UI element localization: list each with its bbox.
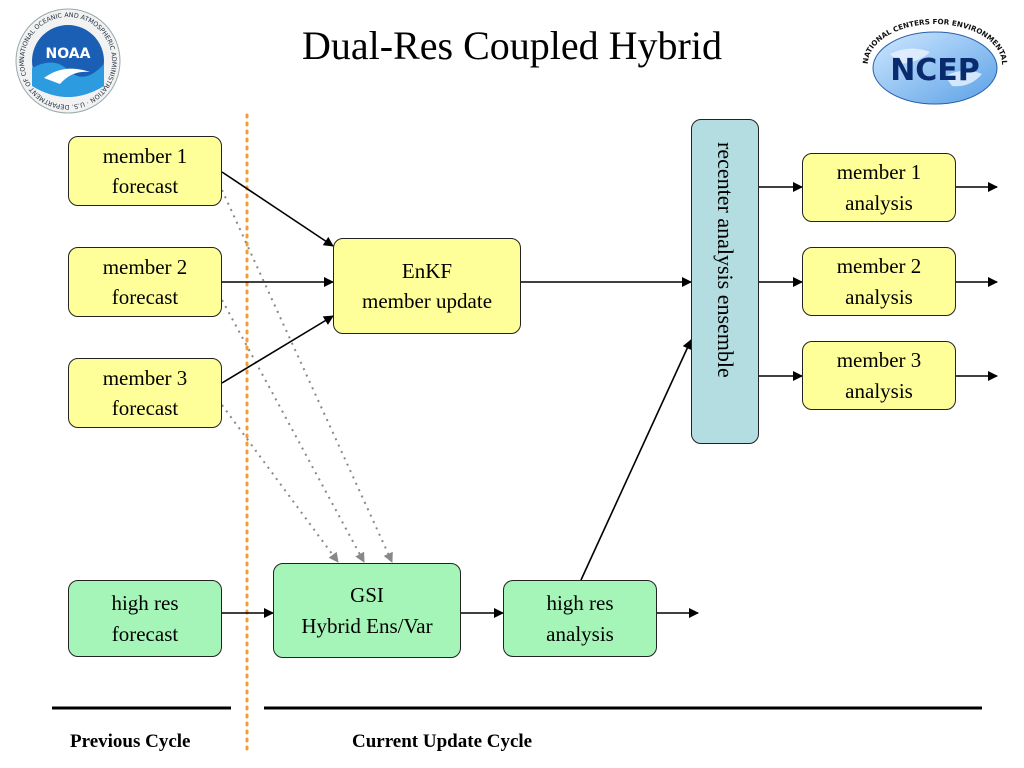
ncep-logo-text: NCEP (890, 53, 980, 88)
noaa-logo-text: NOAA (46, 46, 91, 62)
recenter-analysis-ensemble-box: recenter analysis ensemble (691, 119, 759, 444)
member2-analysis-box: member 2 analysis (802, 247, 956, 316)
current-cycle-label: Current Update Cycle (352, 731, 533, 752)
arrow-highres-analysis-to-recenter (580, 339, 692, 581)
noaa-logo: NATIONAL OCEANIC AND ATMOSPHERIC ADMINIS… (14, 8, 121, 114)
arrow-member3-to-enkf (221, 315, 334, 384)
highres-forecast-box: high res forecast (68, 580, 222, 657)
member3-analysis-box: member 3 analysis (802, 341, 956, 410)
page-title: Dual-Res Coupled Hybrid (302, 23, 722, 68)
member1-forecast-box: member 1 forecast (68, 136, 222, 206)
gsi-hybrid-box: GSI Hybrid Ens/Var (273, 563, 461, 658)
highres-analysis-box: high res analysis (503, 580, 657, 657)
ncep-logo: NATIONAL CENTERS FOR ENVIRONMENTAL PREDI… (860, 14, 1009, 105)
arrow-member1-to-enkf (221, 171, 334, 247)
member1-analysis-box: member 1 analysis (802, 153, 956, 222)
dotted-arrow-member2-to-gsi (221, 299, 365, 563)
previous-cycle-label: Previous Cycle (70, 731, 191, 752)
dotted-arrow-member1-to-gsi (221, 189, 393, 563)
recenter-analysis-ensemble-label: recenter analysis ensemble (713, 142, 738, 378)
enkf-member-update-box: EnKF member update (333, 238, 521, 334)
member2-forecast-box: member 2 forecast (68, 247, 222, 317)
dotted-arrow-member3-to-gsi (221, 404, 339, 563)
member3-forecast-box: member 3 forecast (68, 358, 222, 428)
